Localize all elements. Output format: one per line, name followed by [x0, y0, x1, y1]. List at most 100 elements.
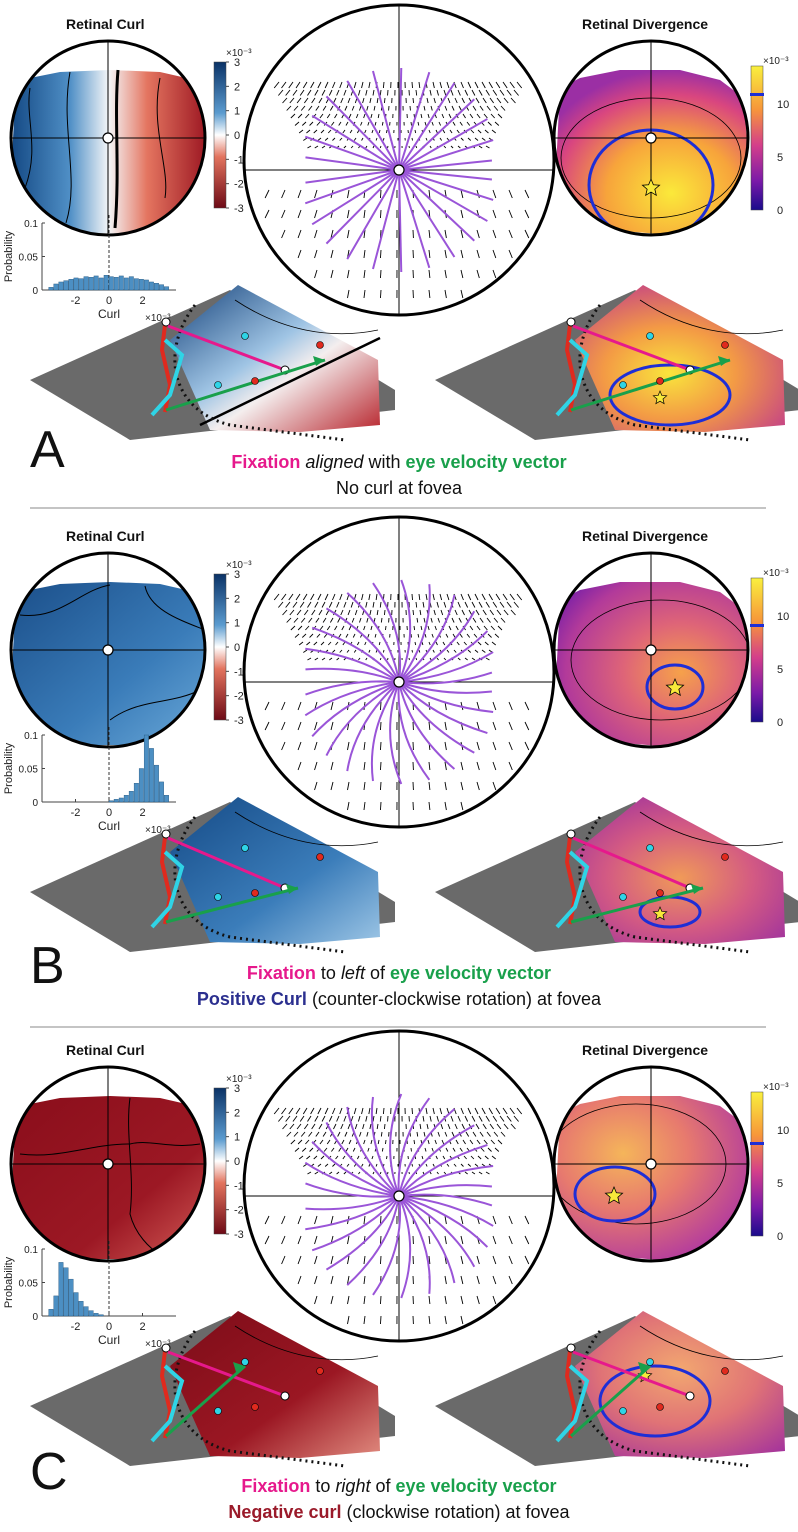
- flow-arrow: [281, 1255, 286, 1265]
- flow-arrow: [429, 1115, 432, 1122]
- colorbar-tick-label: 2: [234, 1107, 240, 1119]
- flow-arrow: [339, 593, 343, 601]
- ground-field: [170, 1311, 380, 1458]
- ground-exponent: ×10⁻³: [145, 825, 171, 836]
- flow-streamline: [398, 681, 456, 770]
- colorbar-tick-label: -1: [234, 154, 244, 166]
- flow-streamline: [370, 681, 400, 782]
- flow-arrow: [454, 97, 458, 104]
- flow-field: [242, 515, 556, 829]
- flow-arrow: [382, 1107, 385, 1115]
- flow-arrow: [482, 609, 487, 616]
- flow-arrow: [432, 593, 435, 601]
- colorbar-tick-label: 5: [777, 152, 783, 164]
- flow-arrow: [348, 625, 352, 631]
- flow-arrow: [314, 269, 318, 279]
- flow-arrow: [503, 1123, 509, 1130]
- flow-arrow: [477, 129, 482, 134]
- flow-arrow: [508, 701, 513, 711]
- flow-streamline: [398, 1195, 476, 1268]
- flow-streamline: [398, 169, 494, 201]
- flow-field: [242, 3, 556, 317]
- flow-arrow: [429, 1171, 432, 1175]
- colorbar-exponent: ×10⁻³: [763, 568, 789, 579]
- flow-arrow: [440, 609, 444, 616]
- flow-arrow: [508, 249, 513, 259]
- flow-arrow: [282, 609, 288, 616]
- flow-streamline: [398, 169, 456, 258]
- flow-arrow: [435, 641, 438, 646]
- flow-arrow: [485, 657, 490, 661]
- marker-dot: [619, 893, 627, 901]
- flow-arrow: [418, 649, 421, 653]
- flow-arrow: [500, 1131, 506, 1137]
- curl-disk-border: [9, 1065, 207, 1263]
- flow-arrow: [477, 1155, 482, 1160]
- flow-arrow: [301, 1147, 307, 1152]
- flow-arrow: [508, 1275, 513, 1285]
- flow-streamline: [398, 681, 493, 694]
- flow-arrow: [303, 609, 309, 616]
- hist-y-tick-label: 0.05: [19, 1279, 39, 1290]
- contour-line: [144, 585, 205, 631]
- flow-arrow: [347, 801, 350, 811]
- hist-y-tick-label: 0: [32, 798, 38, 809]
- flow-arrow: [420, 625, 423, 631]
- flow-arrow: [428, 249, 431, 259]
- flow-arrow: [444, 1275, 447, 1285]
- flow-arrow: [347, 209, 350, 219]
- flow-arrow: [367, 633, 370, 638]
- flow-arrow: [444, 761, 447, 771]
- hist-x-tick-label: -2: [71, 1321, 81, 1333]
- flow-arrow: [315, 617, 320, 623]
- flow-arrow: [411, 649, 413, 653]
- flow-arrow: [311, 1123, 316, 1130]
- flow-arrow: [428, 761, 431, 771]
- flow-arrow: [496, 609, 502, 616]
- flow-arrow: [309, 1147, 314, 1152]
- flow-arrow: [455, 625, 459, 631]
- flow-arrow: [428, 289, 431, 299]
- flow-arrow: [361, 81, 364, 89]
- flow-arrow: [363, 1139, 366, 1145]
- contour-line: [24, 87, 33, 189]
- flow-arrow: [330, 701, 334, 711]
- flow-arrow: [481, 81, 486, 89]
- hist-bar: [113, 277, 119, 291]
- flow-streamline: [398, 1124, 475, 1197]
- flow-arrow: [337, 1131, 341, 1137]
- flow-arrow: [383, 97, 386, 104]
- flow-arrow: [347, 229, 350, 239]
- flow-arrow: [524, 229, 530, 239]
- flow-arrow: [460, 249, 464, 259]
- flow-arrow: [314, 741, 318, 751]
- flow-arrow: [439, 593, 443, 601]
- flow-streamline: [305, 1195, 400, 1231]
- flow-arrow: [446, 81, 450, 89]
- flow-arrow: [467, 137, 472, 141]
- hist-bar: [148, 748, 154, 803]
- flow-arrow: [349, 129, 353, 134]
- flow-arrow: [380, 1131, 383, 1137]
- flow-arrow: [380, 761, 382, 771]
- flow-arrow: [412, 609, 415, 616]
- flow-arrow: [348, 113, 352, 119]
- flow-arrow: [362, 97, 365, 104]
- flow-arrow: [290, 113, 296, 119]
- flow-arrow: [471, 1171, 476, 1175]
- flow-arrow: [273, 1107, 280, 1115]
- marker-dot: [619, 381, 627, 389]
- flow-arrow: [411, 593, 413, 601]
- flow-arrow: [449, 129, 453, 134]
- flow-streamline: [397, 681, 431, 781]
- marker-dot: [241, 1358, 249, 1366]
- flow-arrow: [428, 641, 431, 646]
- flow-arrow: [474, 1163, 479, 1167]
- flow-arrow: [462, 113, 466, 119]
- flow-arrow: [510, 609, 516, 616]
- flow-arrow: [330, 721, 334, 731]
- flow-arrow: [306, 129, 311, 134]
- hist-x-label: Curl: [98, 307, 120, 321]
- flow-arrow: [429, 657, 432, 661]
